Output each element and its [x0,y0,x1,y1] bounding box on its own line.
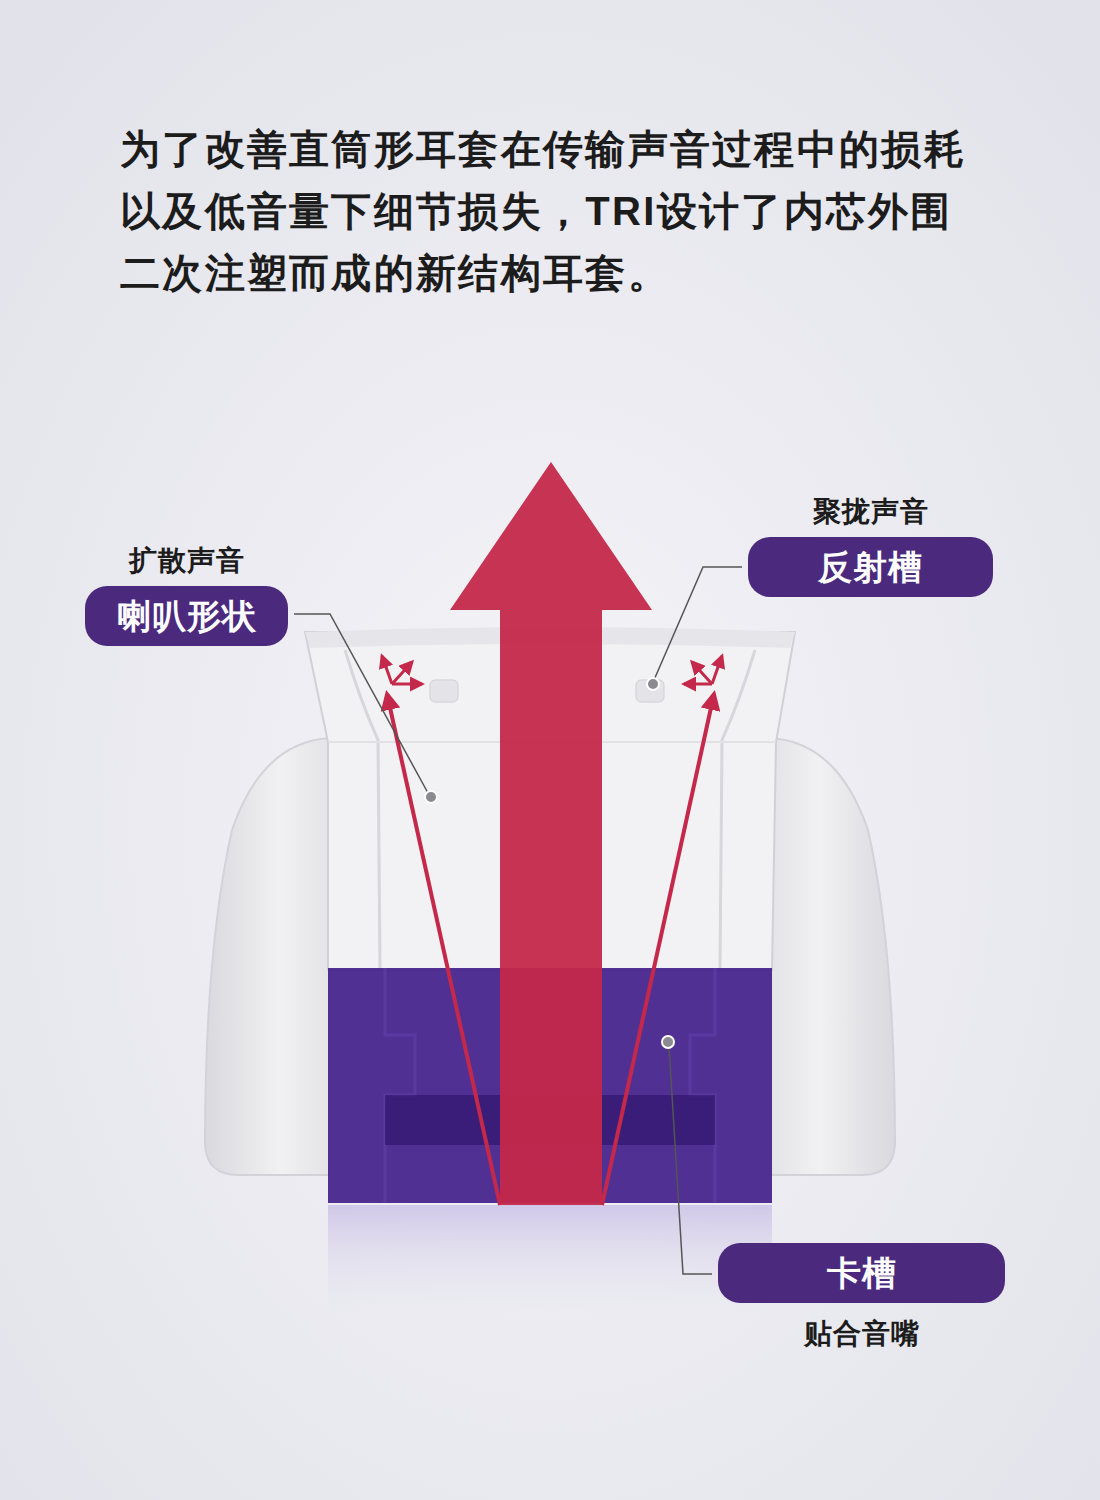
callout-pill: 反射槽 [748,537,993,597]
reflection [328,1205,772,1315]
diffuse-arrow [712,656,722,684]
groove-step [690,968,715,1203]
callout: 卡槽贴合音嘴 [718,1243,1005,1303]
leader-dot [425,791,437,803]
horn-wall [720,650,755,968]
reflection-slot [430,680,458,702]
leader-line [654,567,742,680]
callout-pill: 喇叭形状 [85,586,288,646]
leader-dots [425,678,674,1048]
diffuse-arrow [684,683,712,686]
callout-caption: 贴合音嘴 [718,1317,1005,1351]
diffuse-arrow [392,683,422,686]
sound-arrow [450,462,652,1205]
callout-caption: 聚拢声音 [748,495,993,529]
callout: 聚拢声音反射槽 [748,537,993,597]
horn-wall [345,650,380,968]
sound-ray [387,694,500,1205]
callout-caption: 扩散声音 [85,544,288,578]
leader-dot [647,678,659,690]
leader-line [669,1046,712,1274]
leader-lines [294,567,742,1274]
diffuse-arrow [692,662,712,684]
diffuse-arrow [382,656,392,684]
outer-flange [205,738,330,1175]
leader-dot [662,1036,674,1048]
outer-flange [770,738,895,1175]
diffuse-arrows [382,656,722,684]
sound-ray [602,694,714,1205]
groove-step [385,968,415,1203]
callout: 扩散声音喇叭形状 [85,586,288,646]
title: 为了改善直筒形耳套在传输声音过程中的损耗以及低音量下细节损失，TRI设计了内芯外… [120,118,982,304]
callout-pill: 卡槽 [718,1243,1005,1303]
diffuse-arrow [392,662,412,684]
leader-line [294,614,428,793]
